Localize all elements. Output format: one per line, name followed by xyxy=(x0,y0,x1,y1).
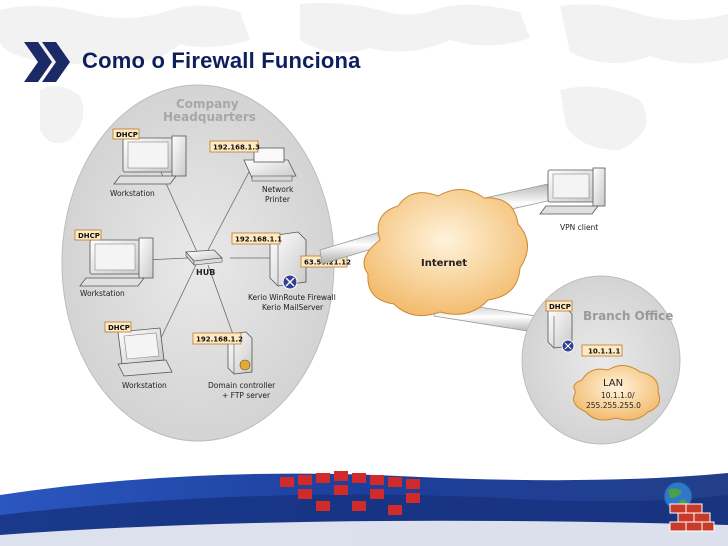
dhcp-tag xyxy=(112,128,140,140)
network-printer: 192.168.1.3 Network Printer xyxy=(209,140,297,204)
hub-label: HUB xyxy=(196,268,215,277)
lock-icon xyxy=(239,359,251,371)
headquarters-label-line1: Company xyxy=(176,97,239,111)
chevron-bullet-icon xyxy=(24,42,70,82)
workstation-top-label: Workstation xyxy=(110,189,155,198)
lan-label: LAN xyxy=(603,378,623,389)
firewall-logo-icon xyxy=(663,481,715,532)
dc-label-line1: Domain controller xyxy=(208,381,276,390)
dhcp-tag xyxy=(545,300,573,312)
workstation-bottom: DHCP Workstation xyxy=(104,321,173,390)
lan-cloud xyxy=(573,365,661,421)
dc-ip-tag xyxy=(192,332,242,345)
dhcp-tag-text: DHCP xyxy=(116,131,138,139)
internet-cloud xyxy=(363,189,528,317)
dhcp-tag xyxy=(74,229,102,241)
footer-red-tiles xyxy=(280,471,420,515)
lan-mask: 255.255.255.0 xyxy=(586,401,641,410)
dhcp-tag-text: DHCP xyxy=(549,303,571,311)
footer-decoration xyxy=(0,471,728,546)
internet-label: Internet xyxy=(421,258,467,269)
branch-server: DHCP 10.1.1.1 xyxy=(545,300,623,357)
hub: HUB xyxy=(185,249,223,277)
hub-connections xyxy=(144,169,270,341)
workstation-middle: DHCP Workstation xyxy=(74,229,154,298)
lan-network: 10.1.1.0/ xyxy=(601,391,635,400)
domain-controller: 192.168.1.2 Domain controller + FTP serv… xyxy=(192,331,276,400)
world-map-background xyxy=(0,2,728,150)
headquarters-label-line2: Headquarters xyxy=(163,110,256,124)
branch-office-label: Branch Office xyxy=(583,309,673,323)
workstation-middle-label: Workstation xyxy=(80,289,125,298)
branch-ip-tag xyxy=(581,344,623,357)
vpn-client-label: VPN client xyxy=(560,223,598,232)
printer-ip-tag xyxy=(209,140,259,153)
dhcp-tag xyxy=(104,321,132,333)
printer-label-line1: Network xyxy=(262,185,294,194)
vpn-client: VPN client xyxy=(539,167,606,232)
dc-ip-text: 192.168.1.2 xyxy=(196,336,243,344)
workstation-bottom-label: Workstation xyxy=(122,381,167,390)
firewall-internal-ip-text: 192.168.1.1 xyxy=(235,236,282,244)
firewall-label-line2: Kerio MailServer xyxy=(262,303,324,312)
workstation-top: DHCP Workstation xyxy=(110,128,187,198)
branch-ip-text: 10.1.1.1 xyxy=(588,348,620,356)
firewall-label-line1: Kerio WinRoute Firewall xyxy=(248,293,336,302)
printer-ip-text: 192.168.1.3 xyxy=(213,144,260,152)
firewall-internal-ip-tag xyxy=(231,232,281,245)
dc-label-line2: + FTP server xyxy=(222,391,271,400)
dhcp-tag-text: DHCP xyxy=(78,232,100,240)
printer-label-line2: Printer xyxy=(265,195,291,204)
dhcp-tag-text: DHCP xyxy=(108,324,130,332)
slide-title: Como o Firewall Funciona xyxy=(82,48,361,73)
